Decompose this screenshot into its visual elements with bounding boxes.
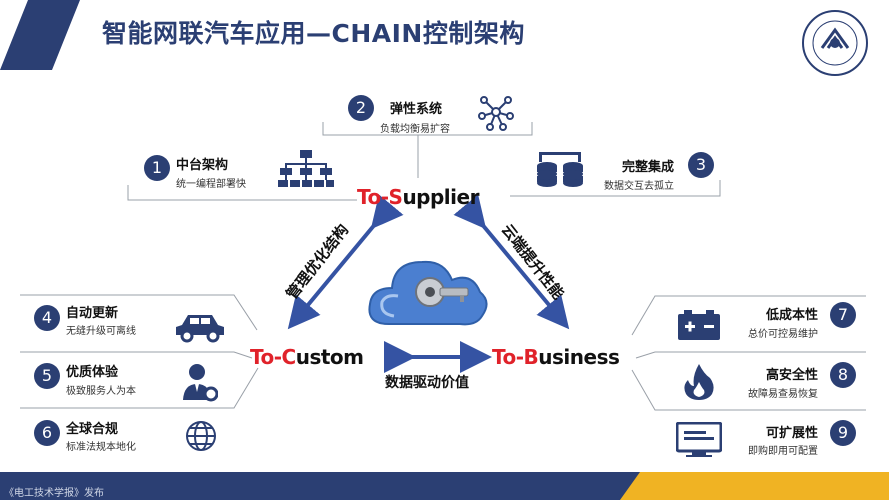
feature-7-number: 7 bbox=[830, 302, 856, 328]
feature-8-title: 高安全性 bbox=[766, 368, 819, 383]
monitor-icon bbox=[675, 421, 723, 458]
page-title: 智能网联汽车应用—CHAIN控制架构 bbox=[102, 19, 525, 48]
database-icon bbox=[535, 150, 585, 190]
network-icon bbox=[476, 92, 516, 132]
feature-7-subtitle: 总价可控易维护 bbox=[748, 329, 818, 340]
feature-8-number: 8 bbox=[830, 362, 856, 388]
feature-1-title: 中台架构 bbox=[176, 158, 229, 173]
feature-4-subtitle: 无缝升级可离线 bbox=[66, 326, 136, 337]
globe-icon bbox=[184, 419, 218, 453]
edge-label-bottom: 数据驱动价值 bbox=[385, 375, 469, 391]
feature-6-subtitle: 标准法规本地化 bbox=[66, 442, 136, 453]
car-icon bbox=[174, 311, 226, 343]
header-corner-decoration bbox=[0, 0, 80, 70]
flame-icon bbox=[682, 362, 716, 402]
feature-9-number: 9 bbox=[830, 420, 856, 446]
hierarchy-icon bbox=[278, 150, 334, 190]
feature-5-number: 5 bbox=[34, 363, 60, 389]
feature-3-subtitle: 数据交互去孤立 bbox=[604, 181, 674, 192]
feature-6-title: 全球合规 bbox=[66, 422, 119, 437]
to-supplier-label: To-Supplier bbox=[357, 185, 479, 209]
feature-2-number: 2 bbox=[348, 95, 374, 121]
feature-5-subtitle: 极致服务人为本 bbox=[66, 386, 136, 397]
feature-9-subtitle: 即购即用可配置 bbox=[748, 446, 818, 457]
feature-1-subtitle: 统一编程部署快 bbox=[176, 179, 246, 190]
feature-6-number: 6 bbox=[34, 420, 60, 446]
cloud-key-icon bbox=[364, 244, 494, 334]
feature-8-subtitle: 故障易查易恢复 bbox=[748, 389, 818, 400]
footer-bar bbox=[0, 472, 889, 500]
footer-credit: 《电工技术学报》发布 bbox=[4, 488, 104, 499]
feature-5-title: 优质体验 bbox=[66, 365, 119, 380]
to-business-label: To-Business bbox=[492, 345, 620, 369]
feature-3-number: 3 bbox=[688, 152, 714, 178]
service-person-icon bbox=[182, 362, 219, 402]
feature-2-subtitle: 负载均衡易扩容 bbox=[380, 124, 450, 135]
feature-1-number: 1 bbox=[144, 155, 170, 181]
feature-7-title: 低成本性 bbox=[766, 308, 819, 323]
feature-4-number: 4 bbox=[34, 305, 60, 331]
to-custom-label: To-Custom bbox=[250, 345, 364, 369]
feature-4-title: 自动更新 bbox=[66, 306, 119, 321]
feature-3-title: 完整集成 bbox=[622, 160, 675, 175]
battery-icon bbox=[678, 308, 720, 342]
feature-2-title: 弹性系统 bbox=[390, 102, 443, 117]
university-seal-logo bbox=[800, 8, 870, 78]
feature-9-title: 可扩展性 bbox=[766, 426, 819, 441]
